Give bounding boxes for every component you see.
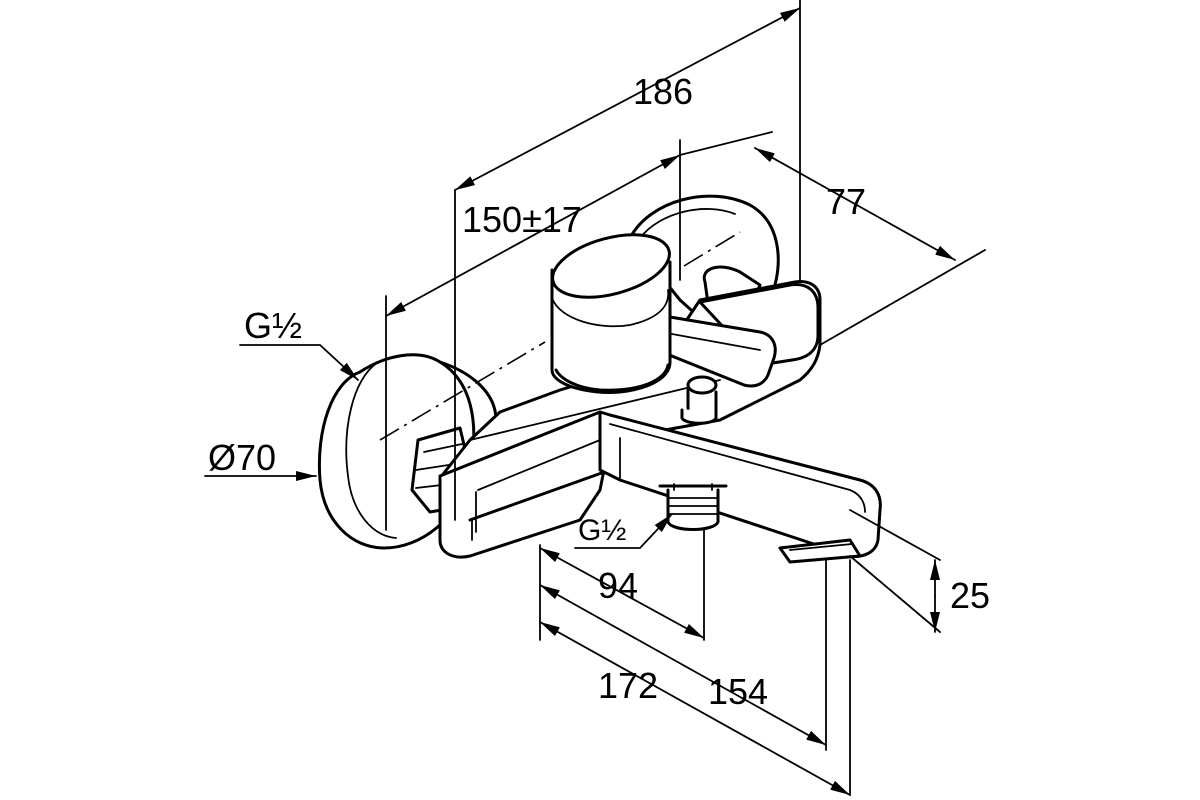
label-g12-inlet: G½ [244, 305, 302, 346]
dimension-labels: 186 150±17 77 G½ Ø70 G½ 94 172 154 25 [208, 71, 990, 712]
label-77: 77 [826, 181, 866, 222]
dim-77-line [754, 147, 956, 261]
dim-150-line [385, 154, 681, 317]
label-25: 25 [950, 575, 990, 616]
label-150: 150±17 [462, 199, 582, 240]
label-d70: Ø70 [208, 437, 276, 478]
diverter-knob [680, 375, 718, 425]
label-g12-outlet: G½ [578, 514, 626, 547]
dimension-lines [204, 7, 956, 796]
spout [438, 410, 882, 564]
label-186: 186 [633, 71, 693, 112]
label-154: 154 [708, 671, 768, 712]
dim-154-line [539, 584, 827, 746]
dim-186-line [454, 7, 801, 191]
dim-150-ext [679, 131, 773, 156]
label-94: 94 [598, 565, 638, 606]
cartridge-cylinder [550, 233, 672, 395]
label-172: 172 [598, 665, 658, 706]
leader-g12-outlet [574, 513, 673, 549]
leader-g12-inlet [239, 344, 359, 381]
faucet-body [317, 194, 882, 564]
bottom-outlet-thread [658, 483, 728, 531]
dim-172-line [539, 621, 851, 796]
